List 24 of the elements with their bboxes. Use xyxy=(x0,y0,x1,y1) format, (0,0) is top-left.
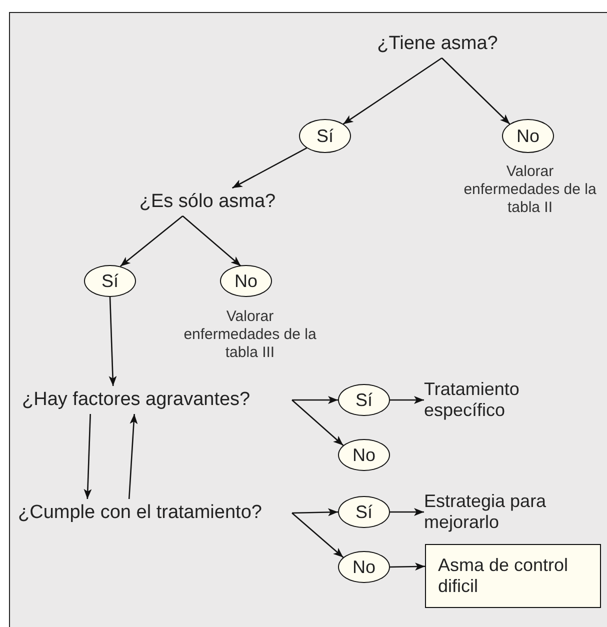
arrow xyxy=(342,57,442,125)
arrow xyxy=(441,58,510,125)
question-text: ¿Cumple con el tratamiento? xyxy=(14,499,292,527)
outcome-text: Estrategia para mejorarlo xyxy=(424,489,594,535)
arrow xyxy=(84,414,92,500)
outcome-box: Asma de control dificil xyxy=(425,544,601,608)
note-text: Valorar enfermedades de la tabla II xyxy=(462,163,598,217)
arrow xyxy=(108,296,117,386)
arrow xyxy=(182,216,242,266)
note-text: Valorar enfermedades de la tabla III xyxy=(182,308,318,362)
arrow xyxy=(232,147,308,189)
arrow xyxy=(292,512,344,558)
outcome-text: Tratamiento específico xyxy=(424,377,564,423)
arrow xyxy=(390,396,424,404)
arrow xyxy=(128,414,138,500)
question-text: ¿Es sólo asma? xyxy=(130,188,285,216)
arrow xyxy=(120,216,184,267)
question-text: ¿Hay factores agravantes? xyxy=(18,386,292,414)
question-text: ¿Tiene asma? xyxy=(365,30,510,58)
arrow xyxy=(390,508,424,516)
arrow xyxy=(390,562,426,571)
arrow xyxy=(292,508,338,516)
arrow xyxy=(292,400,344,446)
arrow xyxy=(292,396,338,404)
